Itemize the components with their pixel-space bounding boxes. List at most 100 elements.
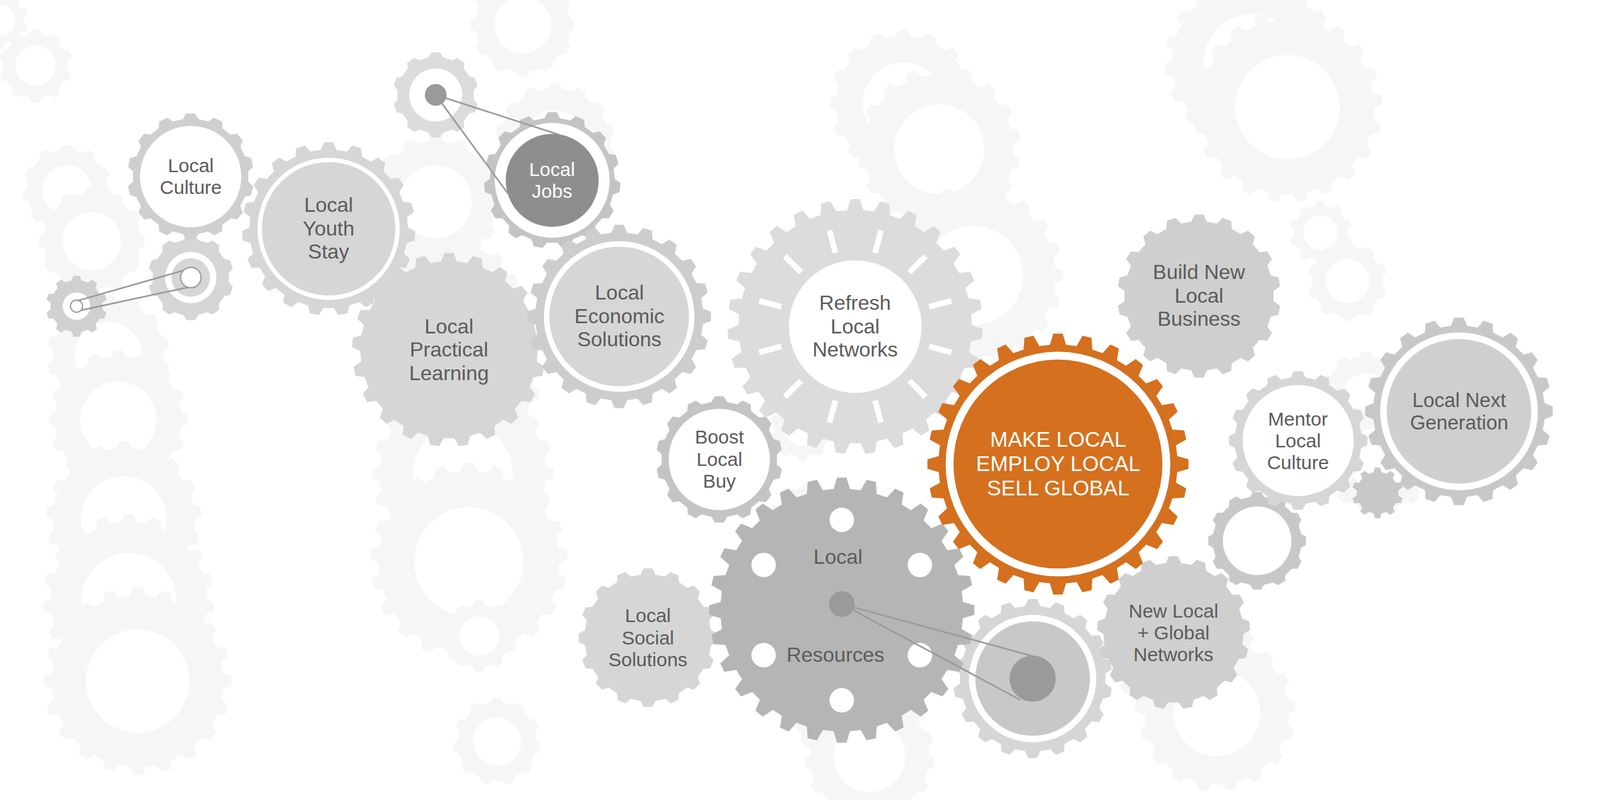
gear [1308,241,1387,321]
gear [149,234,233,320]
gear [0,29,72,103]
gear-teeth [1118,214,1280,378]
gear-tick [909,380,926,397]
gear-node: LocalResources [709,477,975,744]
gear-label: Local Next Generation [1401,388,1517,434]
gear-teeth [39,188,145,294]
gear-disk [945,352,1171,577]
gear [471,0,575,77]
gear-disk [494,122,610,238]
gear-disk [505,134,599,228]
gear-node: Local Social Solutions [578,568,718,708]
gear-text: Local Economic Solutions [568,281,671,352]
gear-disk [398,165,472,239]
gear-teeth [483,112,621,249]
gear [44,587,232,776]
gear-teeth [1308,241,1387,321]
gear-teeth [1352,467,1403,518]
gear-tick [784,256,801,272]
gear-text: Refresh Local Networks [807,291,904,361]
gear-disk [62,292,91,320]
gear-disk [459,616,499,656]
gear [1352,467,1403,518]
gear-disk [968,615,1097,743]
gear-teeth [953,599,1112,758]
gear-teeth [149,234,233,320]
gear-label: Resources [786,643,885,667]
gear-tick [929,346,952,352]
belt-line [76,286,192,312]
gear-label: Refresh Local Networks [807,291,904,361]
gear-label: Local Jobs [521,158,583,203]
gear-node: Local Jobs [483,112,621,249]
belt-pulley [180,267,201,288]
gear-disk [85,629,189,733]
gear-tick [874,230,881,253]
gear-teeth [1096,556,1250,709]
gear-shape [709,477,975,744]
gear-teeth [656,396,782,523]
gear-teeth [578,568,717,707]
gear-text: Local Social Solutions [602,604,693,671]
gear-disk [494,0,552,54]
gear-text: Local Jobs [521,158,583,203]
gear-node: Local Practical Learning [352,252,546,447]
gear-node: Mentor Local Culture [1228,371,1368,511]
gear [953,599,1112,758]
gear [444,600,514,672]
gear-label: Local Economic Solutions [568,281,671,352]
gear-node: Local Next Generation [1365,317,1553,505]
gear-disk [544,241,695,392]
gear-teeth [1228,371,1368,511]
gear-disk [261,161,396,296]
gear-disk [414,506,523,616]
gear-hole [829,507,854,532]
gear-disk [549,246,690,386]
gear-text: Build New Local Business [1144,261,1254,331]
gear-label: Build New Local Business [1144,261,1254,331]
gear-disk [953,359,1163,569]
gear-teeth [927,333,1189,595]
gear-hole [751,552,776,578]
gear-teeth [369,462,568,660]
gear-disk [408,68,463,122]
gear-tick [874,400,881,424]
gear-disk [1325,259,1369,303]
gear-teeth [444,600,514,672]
gear-teeth [1365,317,1553,505]
gear-node: MAKE LOCAL EMPLOY LOCAL SELL GLOBAL [927,333,1189,595]
belt-line [76,268,192,301]
gear-label: Local [813,545,863,569]
gear-label: Mentor Local Culture [1259,407,1337,474]
gear-text: Local Culture [155,154,226,199]
gear-disk [171,258,210,297]
gear [1192,12,1383,202]
gear-teeth [0,29,72,103]
gear-node: Local Economic Solutions [527,224,712,409]
gear-teeth [46,275,107,337]
gear-tick [784,380,801,397]
gear-node: Build New Local Business [1117,214,1281,378]
gear-label: Local Youth Stay [296,193,361,264]
gear-label: Local Culture [155,154,226,199]
gear-teeth [44,587,232,776]
gear-disk [1242,385,1353,496]
gear-disk [975,621,1090,736]
gear-hole [907,552,932,578]
gear-disk [1386,339,1532,484]
gear-text: Mentor Local Culture [1259,407,1337,474]
gear-label: Boost Local Buy [687,426,752,493]
gear-text: MAKE LOCAL EMPLOY LOCAL SELL GLOBAL [961,428,1154,502]
gear-teeth [128,113,253,240]
gear [369,462,568,660]
gear-tick [829,230,836,253]
gear-disk [140,126,242,228]
gear-teeth [393,52,478,138]
gear-disk [472,717,521,766]
gear-text: New Local + Global Networks [1122,599,1225,666]
gear-label: MAKE LOCAL EMPLOY LOCAL SELL GLOBAL [961,428,1154,502]
gear-text: Local Youth Stay [296,193,361,264]
gear-teeth [471,0,575,77]
gear-teeth [453,697,541,785]
gear-text: Boost Local Buy [687,426,752,493]
